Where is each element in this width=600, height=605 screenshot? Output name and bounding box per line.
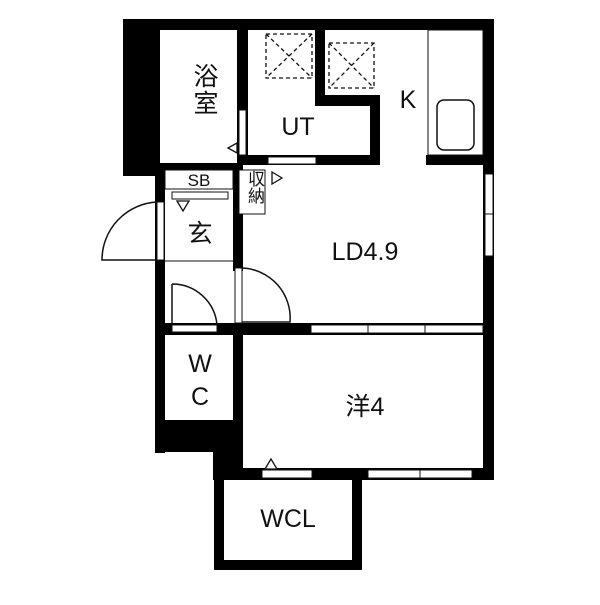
shoe-box-outline[interactable]	[164, 169, 234, 190]
bath-door-marker-icon	[226, 141, 238, 155]
ld-interior	[243, 165, 483, 323]
sliding-door-ld-3[interactable]	[424, 324, 484, 334]
wall-ut-fridge-vertical	[315, 19, 325, 104]
entrance-marker-icon	[175, 200, 191, 213]
bath-sliding-door[interactable]	[238, 109, 247, 156]
room-label-entrance: 玄	[187, 220, 213, 248]
ut-sliding-door[interactable]	[267, 156, 317, 165]
storage-outline[interactable]	[238, 169, 266, 215]
sliding-door-ld-1[interactable]	[310, 324, 369, 334]
wall-left-bath	[123, 19, 160, 176]
wall-wc-western	[233, 323, 243, 473]
room-label-western-room: 洋4	[345, 393, 385, 421]
ld-door-swing[interactable]	[241, 267, 291, 323]
ld-door-frame[interactable]	[234, 267, 243, 324]
kitchen-counter-base	[426, 155, 494, 168]
window-right-2	[484, 213, 494, 257]
kitchen-opening	[380, 155, 426, 168]
window-right-1	[484, 173, 494, 215]
washer-x-2	[265, 33, 313, 79]
western-interior	[243, 335, 483, 468]
toilet-label-line-1: W	[188, 350, 212, 378]
storage-door-marker-icon	[271, 170, 284, 186]
toilet-label-line-2: C	[190, 382, 210, 411]
wall-entrance-ld	[233, 176, 243, 271]
bath-interior	[160, 30, 237, 163]
wc-door-frame[interactable]	[171, 324, 218, 333]
wall-top	[123, 19, 494, 30]
washer-space-icon	[265, 33, 313, 79]
wcl-door[interactable]	[261, 469, 313, 479]
window-bottom-2	[419, 469, 473, 479]
fridge-space-icon	[328, 42, 375, 89]
room-label-storage: 収納	[245, 170, 264, 204]
toilet-interior	[165, 335, 233, 420]
room-label-living-dining: LD4.9	[331, 238, 399, 266]
front-door-swing[interactable]	[101, 201, 158, 261]
wall-block-corner	[213, 420, 243, 475]
room-label-walk-in-closet: WCL	[260, 505, 316, 533]
room-label-bath: 浴室	[190, 63, 218, 117]
kitchen-sink-icon	[436, 99, 475, 151]
front-door-frame[interactable]	[156, 201, 165, 261]
sliding-door-ld-2[interactable]	[367, 324, 426, 334]
room-label-shoe-box: SB	[187, 171, 211, 190]
room-label-utility: UT	[281, 113, 315, 141]
wall-bath-ut	[237, 19, 248, 174]
wcl-interior	[224, 480, 352, 560]
wall-ut-right	[370, 95, 380, 165]
wall-ut-top	[315, 95, 380, 106]
shoe-box-lip	[171, 191, 229, 200]
wcl-door-marker-icon	[263, 457, 279, 470]
window-bottom-1	[367, 469, 421, 479]
wc-door-swing[interactable]	[171, 283, 218, 326]
wall-left-entrance	[155, 163, 165, 453]
ut-interior-lower	[248, 106, 370, 155]
fridge-x-2	[328, 42, 375, 89]
room-label-kitchen: K	[399, 86, 417, 114]
